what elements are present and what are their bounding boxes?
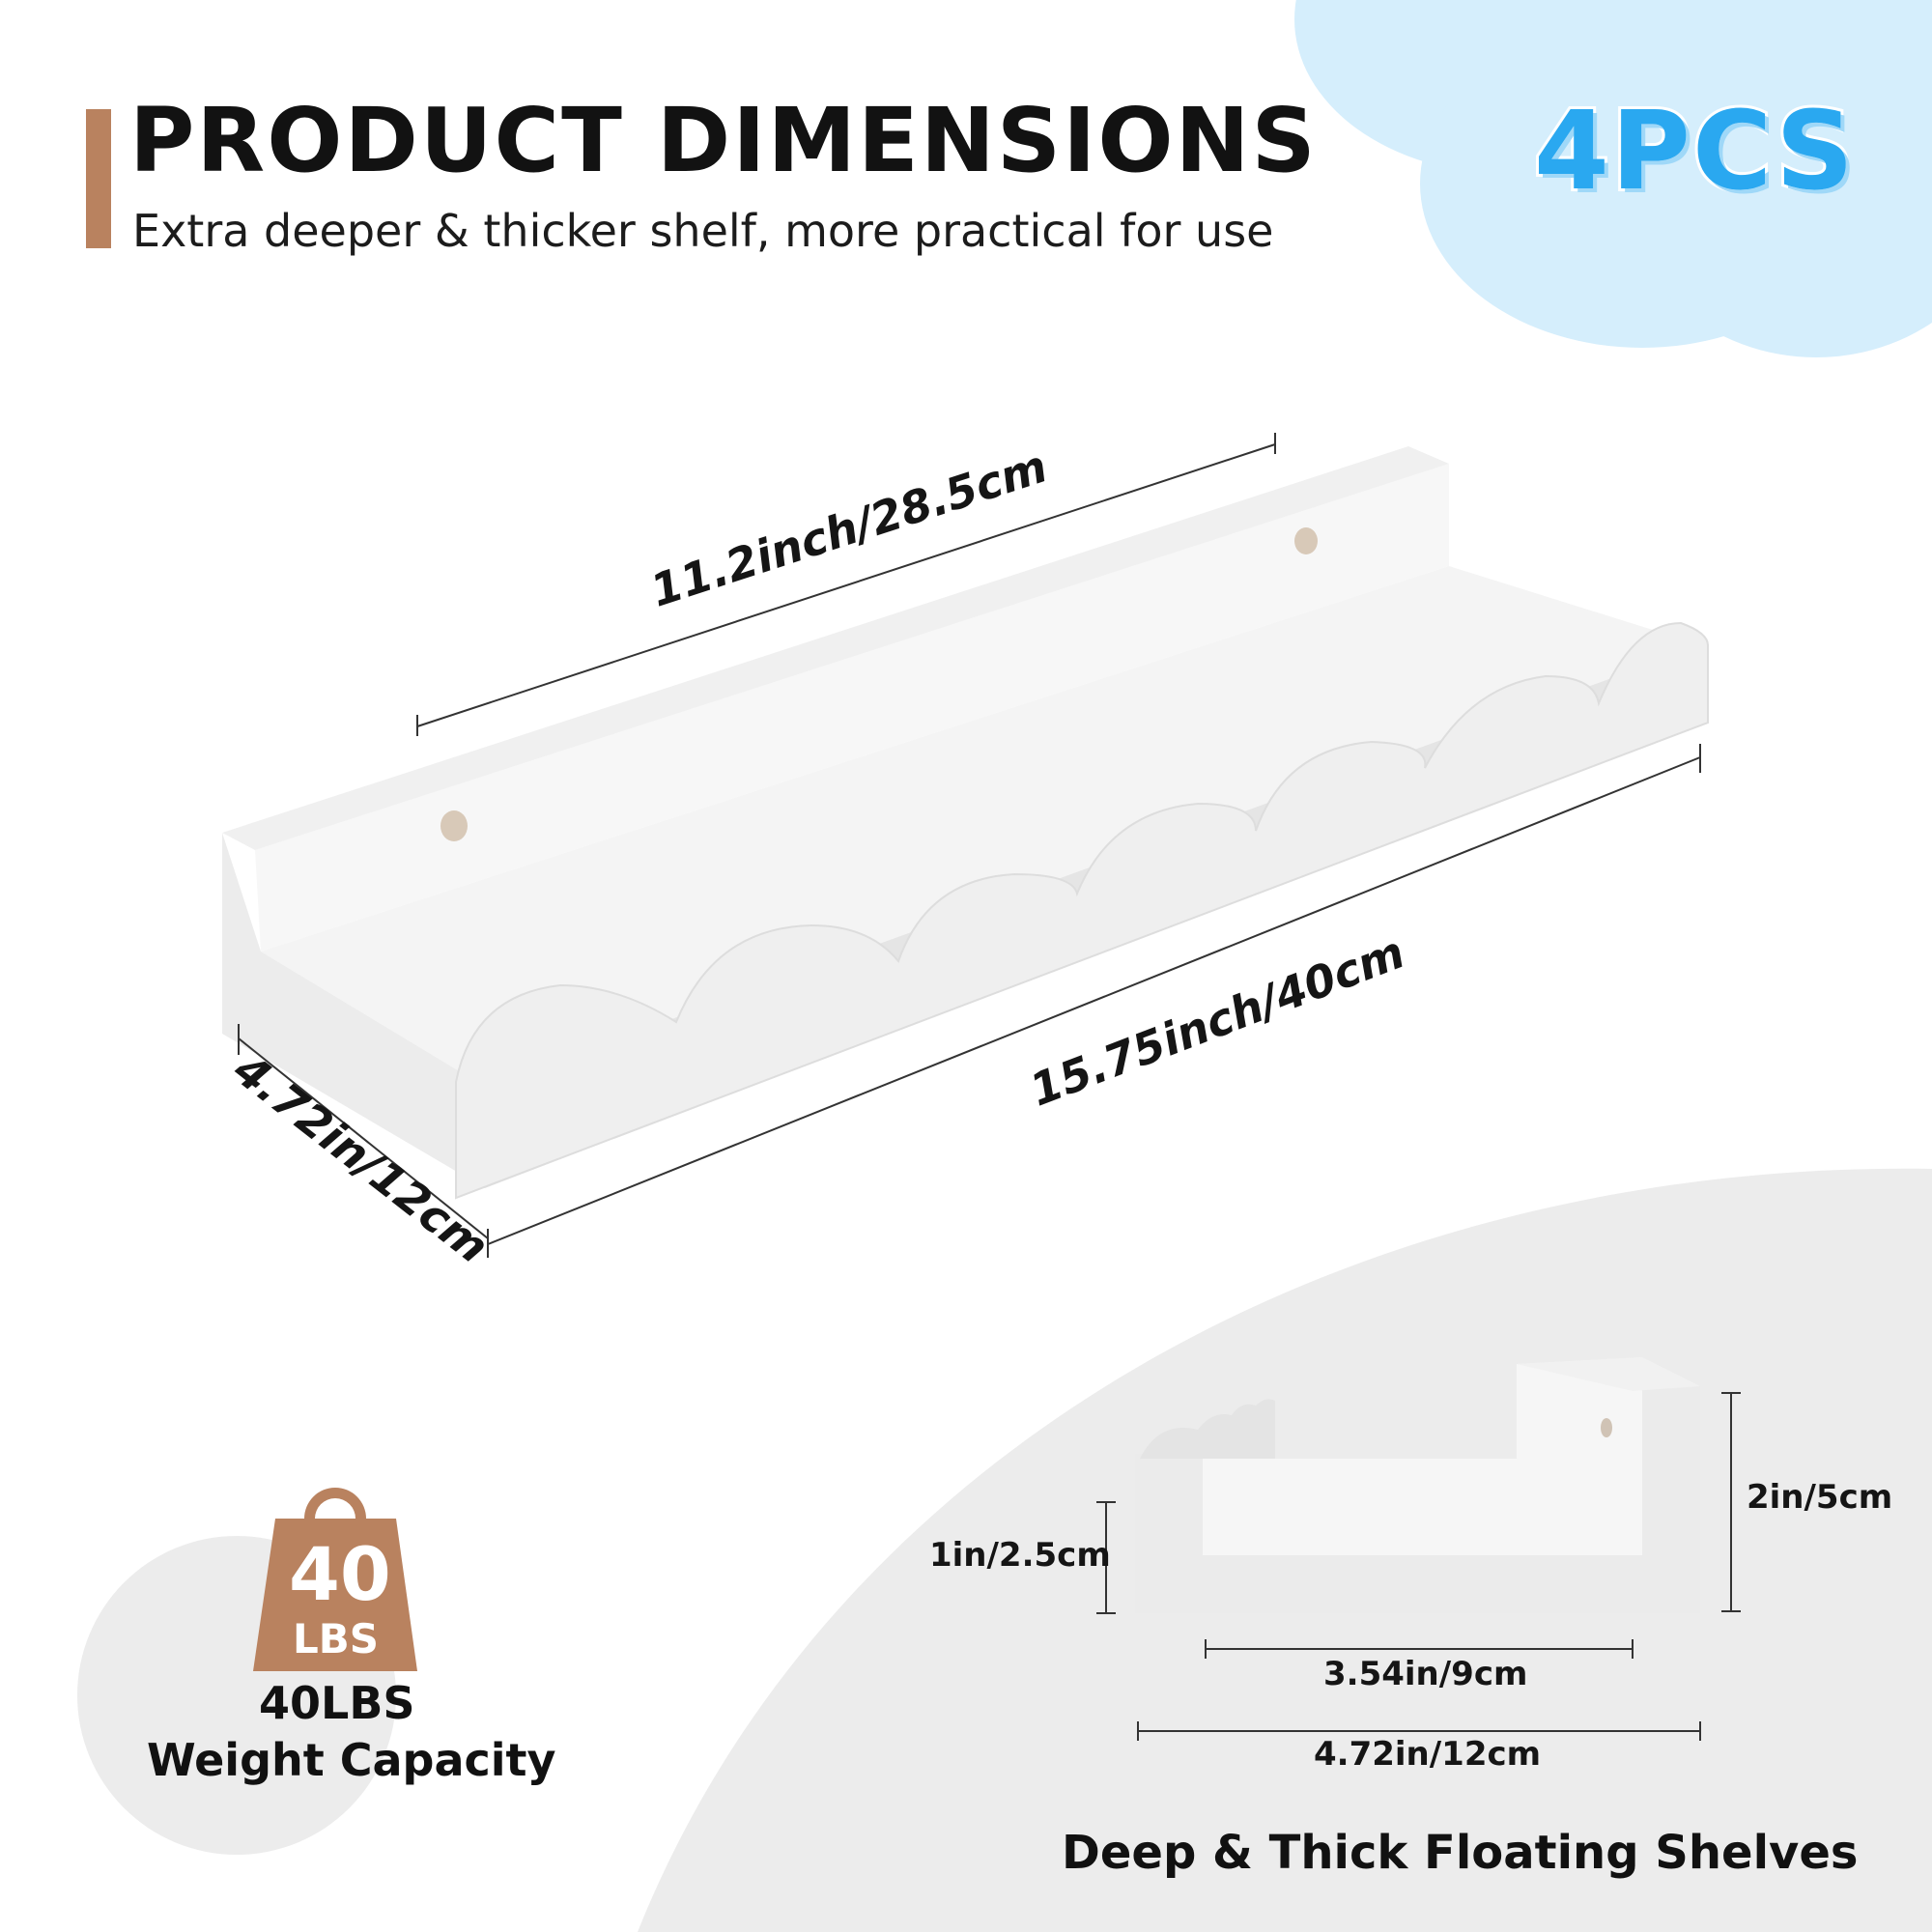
title-accent-bar [86, 109, 111, 248]
quantity-badge: 4PCS [1531, 86, 1857, 217]
weight-number: 40 [289, 1531, 391, 1617]
dimension-lines [238, 433, 1701, 1258]
shelf-side-view [1135, 1357, 1700, 1613]
weight-unit: LBS [293, 1615, 380, 1662]
weight-icon [253, 1488, 417, 1671]
side-dimension-lines [1096, 1392, 1741, 1741]
cloud-shape [1294, 0, 1932, 357]
page-subtitle: Extra deeper & thicker shelf, more pract… [132, 205, 1274, 257]
outer-depth-label: 4.72in/12cm [1314, 1735, 1542, 1774]
shelf-3d [222, 446, 1709, 1200]
inner-depth-label: 3.54in/9cm [1323, 1655, 1528, 1693]
back-height-label: 2in/5cm [1747, 1478, 1893, 1517]
weight-capacity-value: 40LBS [259, 1677, 415, 1729]
page-title: PRODUCT DIMENSIONS [129, 89, 1318, 192]
front-height-label: 1in/2.5cm [929, 1536, 1111, 1575]
side-view-caption: Deep & Thick Floating Shelves [1062, 1826, 1859, 1880]
weight-capacity-label: Weight Capacity [147, 1734, 556, 1786]
